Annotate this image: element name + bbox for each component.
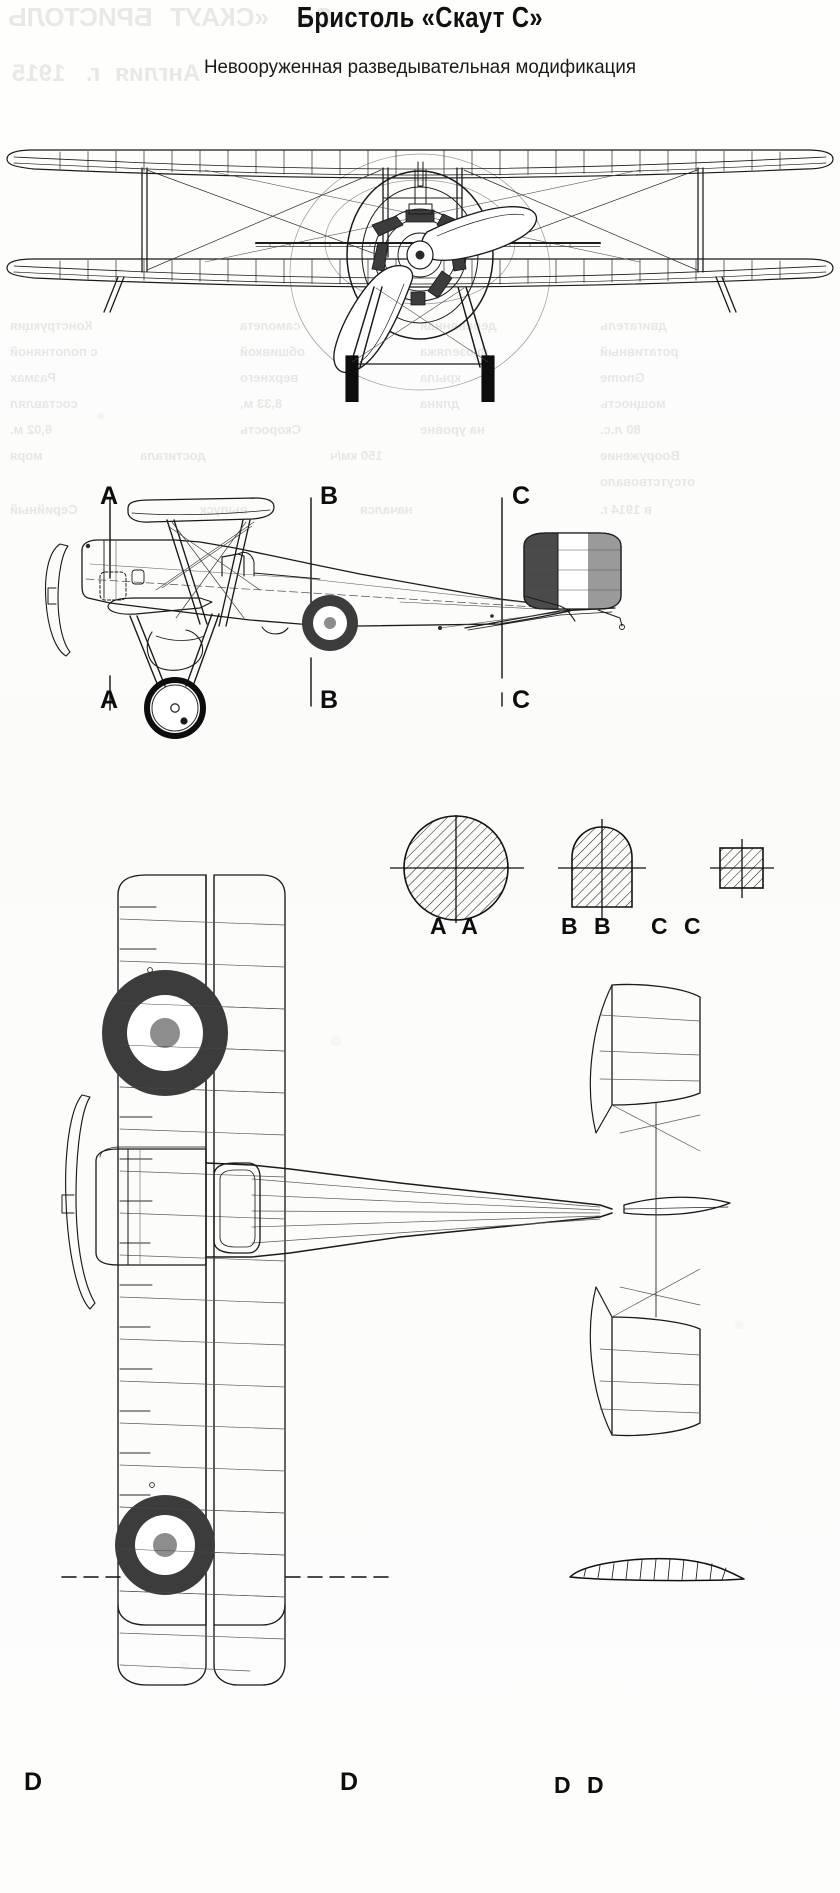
cross-section-group [390, 815, 840, 925]
ghost-text: 80 л.с. [600, 422, 641, 437]
ghost-text: Скорость [240, 422, 301, 437]
section-marker-a-bottom: A [100, 686, 119, 714]
ghost-text: на уровне [420, 422, 485, 437]
page-subtitle: Невооруженная разведывательная модификац… [203, 56, 636, 78]
side-view [0, 478, 840, 768]
plan-view [0, 865, 840, 1893]
ghost-text: Вооружение [600, 448, 680, 463]
cross-section-label-bb: B B [561, 913, 616, 939]
cross-section-label-cc: C C [651, 913, 706, 939]
ghost-text: моря [10, 448, 43, 463]
section-marker-c-top: C [512, 482, 531, 510]
ghost-text: 150 км/ч [330, 448, 383, 463]
ghost-text: 6,02 м. [10, 422, 53, 437]
section-marker-b-top: B [320, 482, 339, 510]
section-marker-d-left: D [24, 1768, 43, 1796]
page-title: Бристоль «Скаут С» [296, 2, 544, 34]
section-marker-b-bottom: B [320, 686, 339, 714]
front-view [0, 112, 840, 402]
section-marker-c-bottom: C [512, 686, 531, 714]
cross-section-label-aa: A A [430, 913, 483, 939]
section-marker-a-top: A [100, 482, 119, 510]
ghost-text: достигала [140, 448, 206, 463]
section-marker-d-center: D [340, 1768, 359, 1796]
cross-section-label-dd: D D [554, 1772, 609, 1798]
